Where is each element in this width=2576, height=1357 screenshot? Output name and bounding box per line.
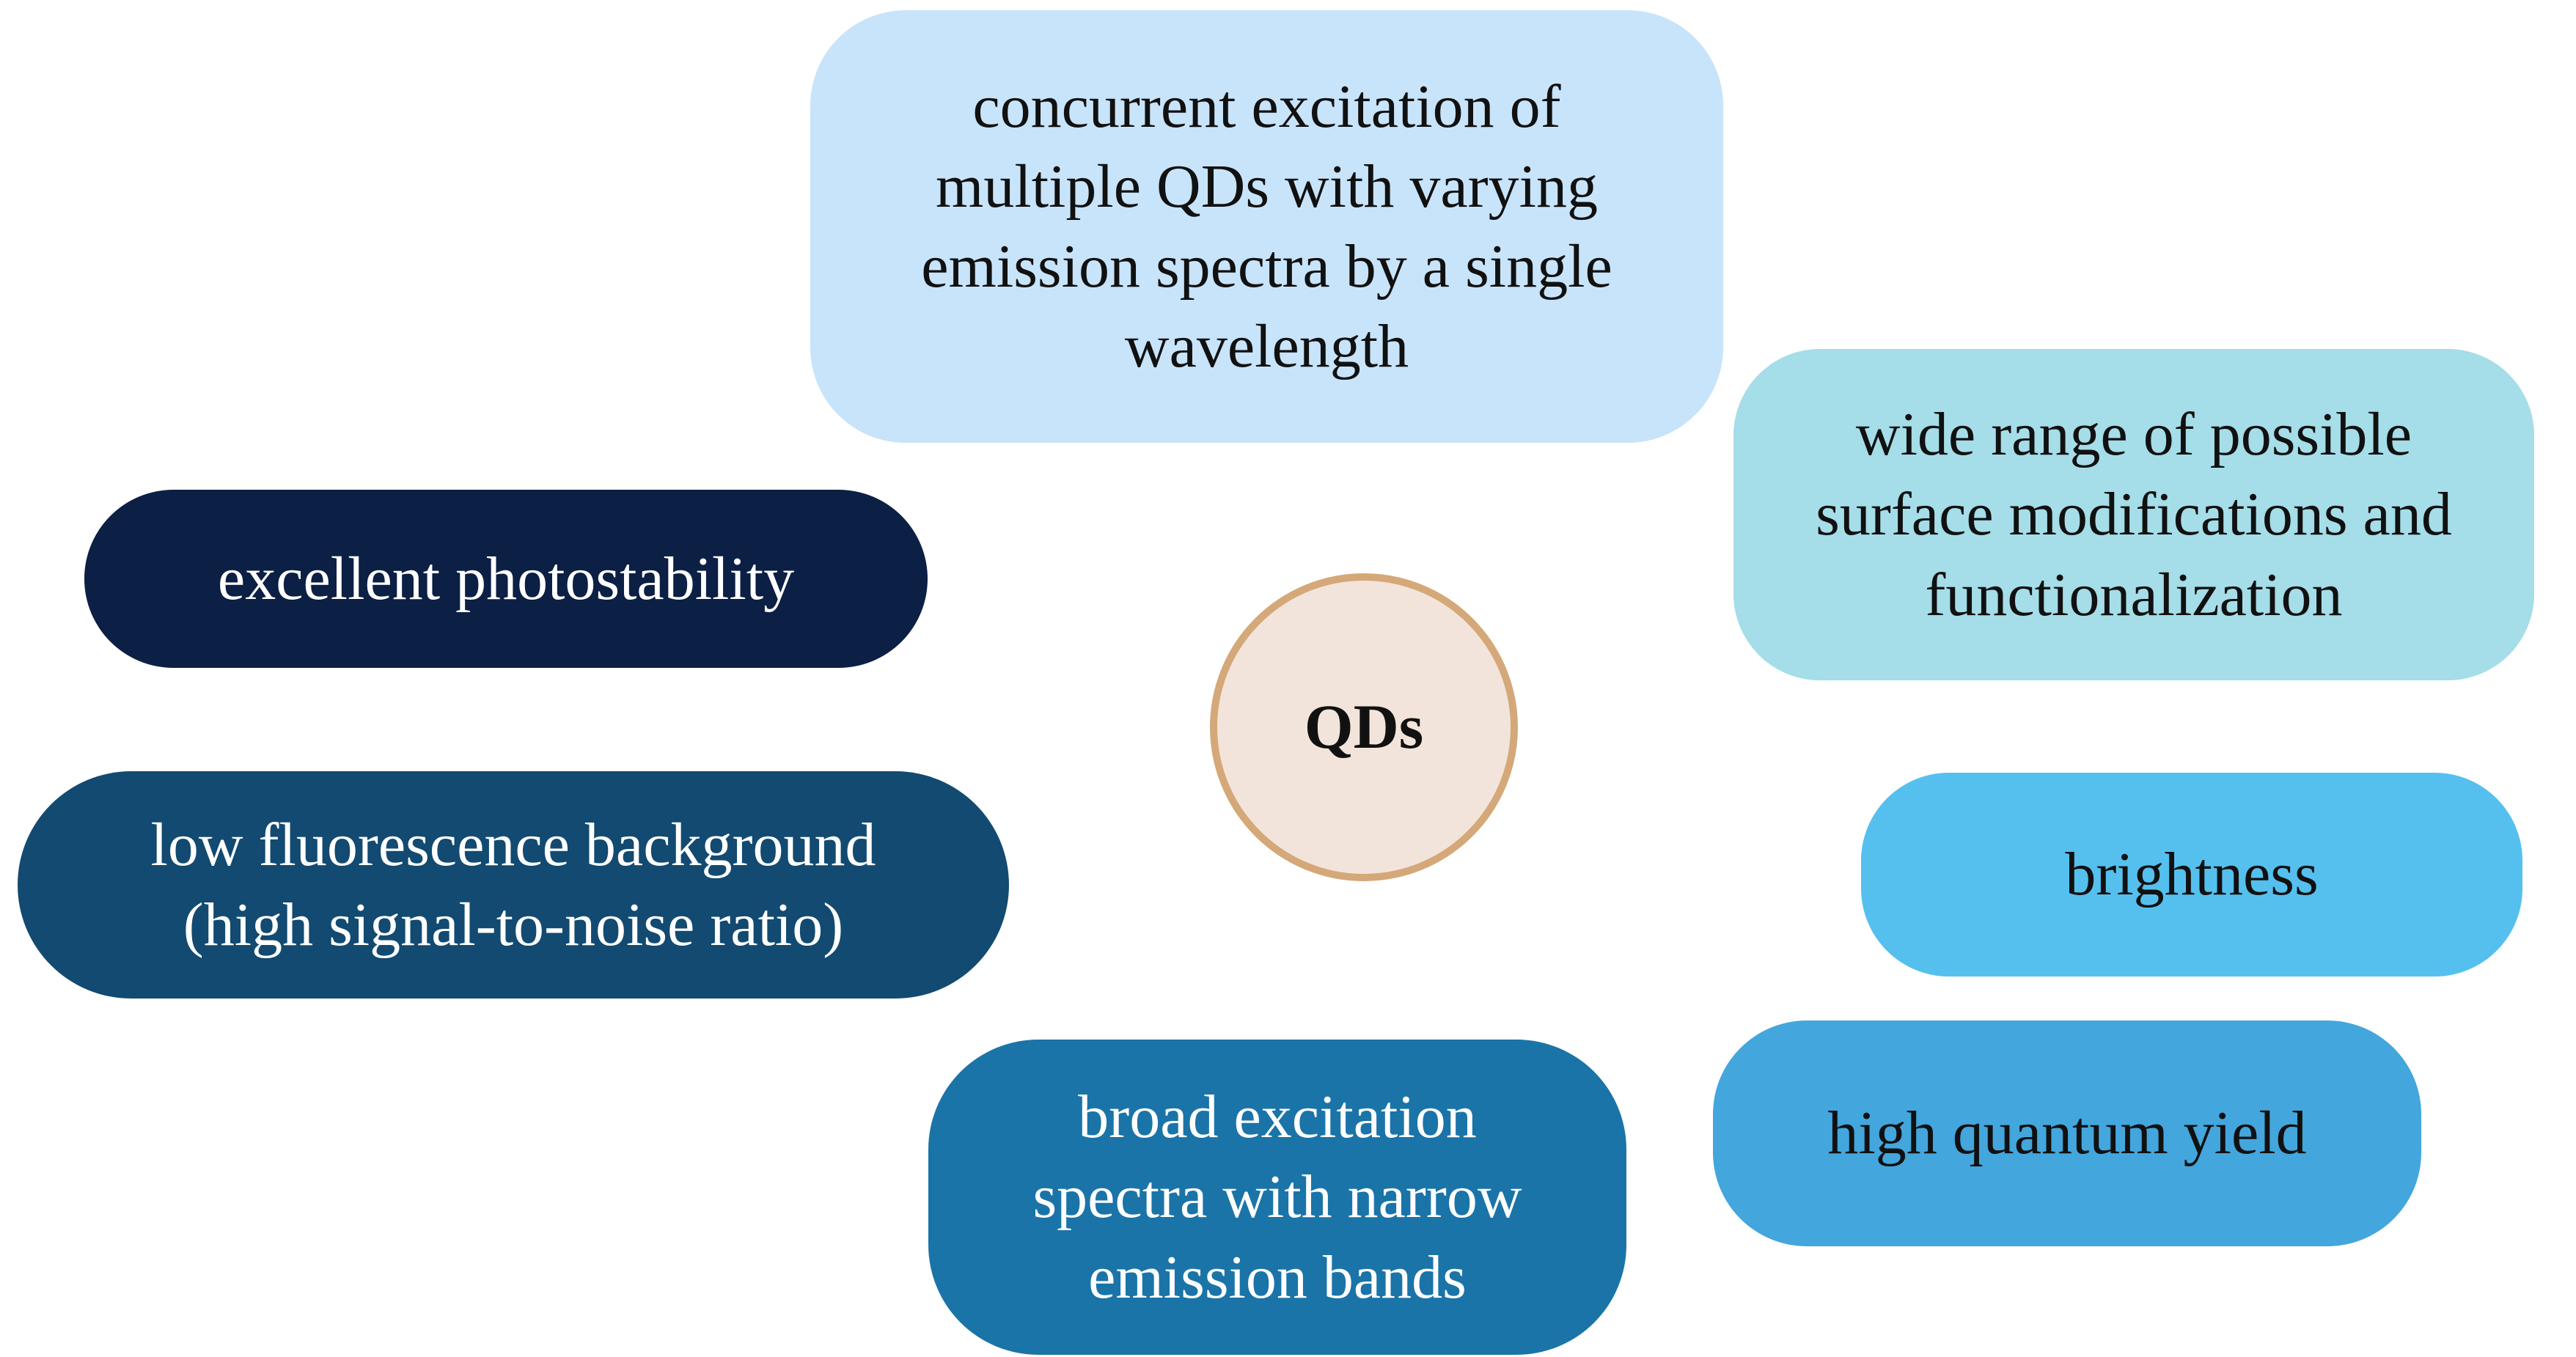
node-low-fluorescence-background-label: low fluorescence background (high signal… <box>150 810 876 959</box>
node-concurrent-excitation[interactable]: concurrent excitation of multiple QDs wi… <box>810 10 1723 443</box>
node-surface-modifications-label: wide range of possible surface modificat… <box>1816 400 2452 629</box>
node-qds-hub[interactable]: QDs <box>1210 573 1518 881</box>
node-concurrent-excitation-label: concurrent excitation of multiple QDs wi… <box>921 72 1612 381</box>
node-excellent-photostability[interactable]: excellent photostability <box>84 490 928 668</box>
node-high-quantum-yield-label: high quantum yield <box>1827 1099 2307 1168</box>
node-surface-modifications[interactable]: wide range of possible surface modificat… <box>1733 349 2534 680</box>
node-brightness-label: brightness <box>2065 840 2319 909</box>
node-low-fluorescence-background[interactable]: low fluorescence background (high signal… <box>18 771 1009 999</box>
node-excellent-photostability-label: excellent photostability <box>217 544 795 613</box>
node-high-quantum-yield[interactable]: high quantum yield <box>1713 1020 2421 1246</box>
node-qds-hub-label: QDs <box>1304 691 1424 762</box>
node-broad-excitation-label: broad excitation spectra with narrow emi… <box>1032 1083 1522 1312</box>
node-brightness[interactable]: brightness <box>1861 773 2522 977</box>
node-broad-excitation[interactable]: broad excitation spectra with narrow emi… <box>928 1040 1626 1355</box>
